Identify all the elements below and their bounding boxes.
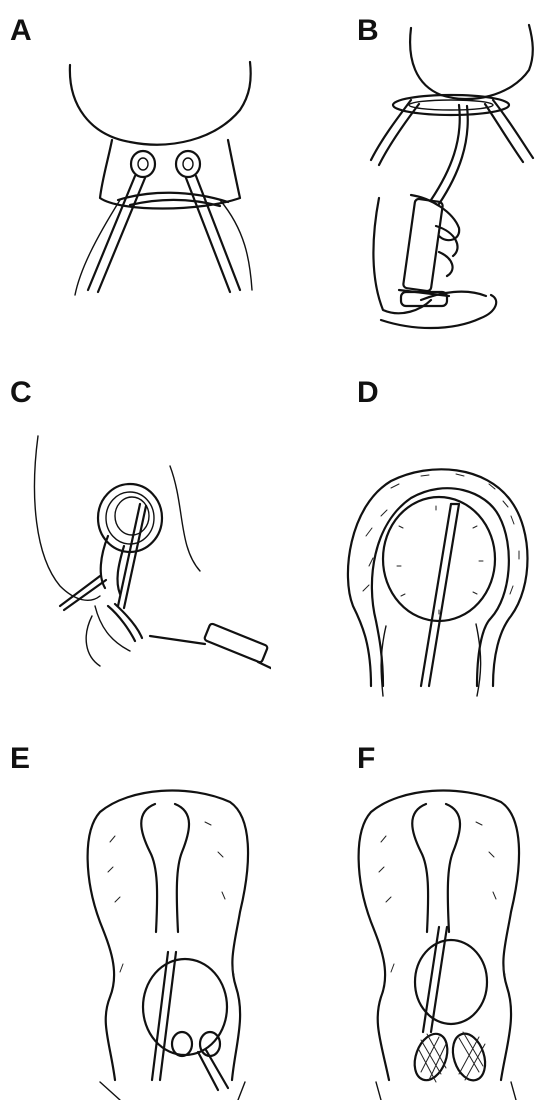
panel-d: D <box>271 366 542 732</box>
illustration-e <box>0 732 271 1100</box>
illustration-f <box>271 732 542 1100</box>
panel-b: B <box>271 0 542 366</box>
illustration-d <box>271 366 542 732</box>
illustration-b <box>271 0 542 366</box>
panel-e: E <box>0 732 271 1098</box>
illustration-a <box>0 0 271 366</box>
panel-a: A <box>0 0 271 366</box>
illustration-c <box>0 366 271 732</box>
panel-c: C <box>0 366 271 732</box>
panel-f: F <box>271 732 542 1098</box>
